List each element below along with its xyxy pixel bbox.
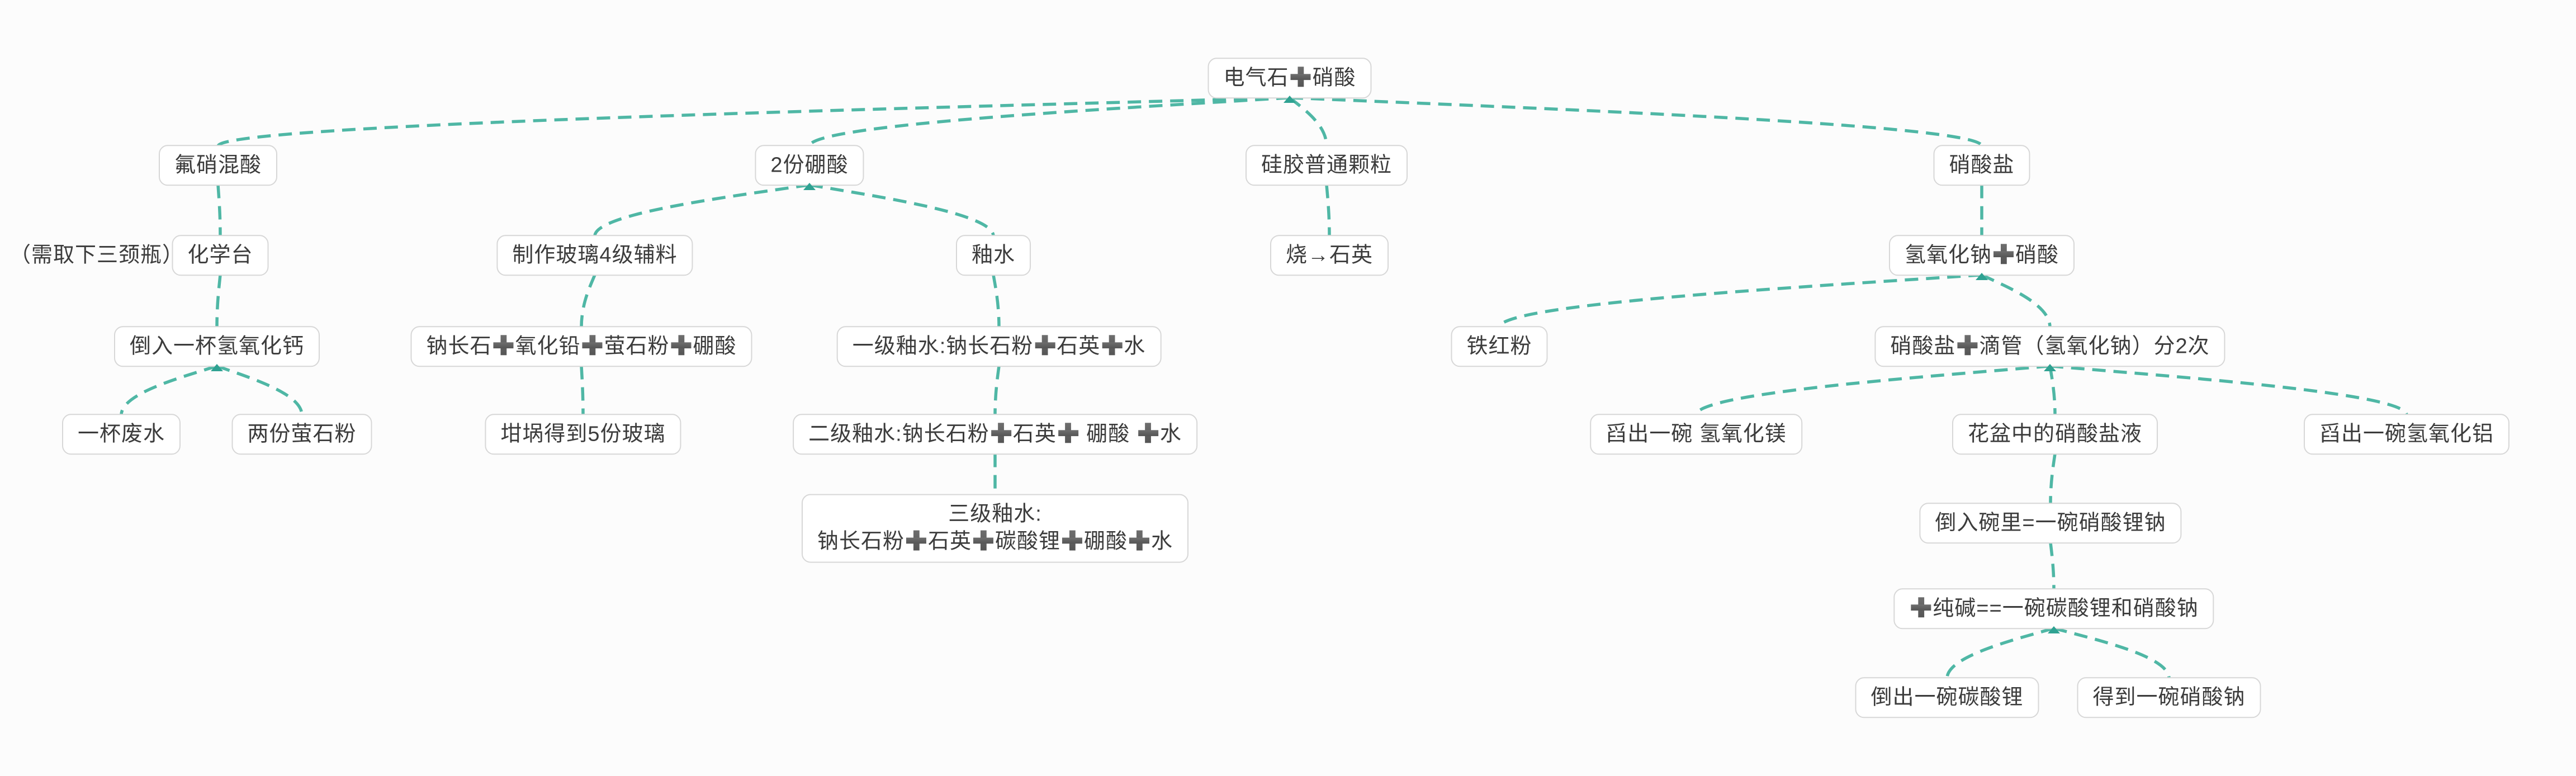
node-note-remove-three-neck-flask[interactable]: （需取下三颈瓶） bbox=[9, 243, 184, 267]
edge-tourmaline-nitric-acid--two-parts-boric-acid bbox=[808, 96, 1290, 147]
edge-plus-soda-ash-result--pour-bowl-lithium-carbonate bbox=[1945, 627, 2054, 679]
edge-pot-nitrate-solution--bowl-lithium-sodium-nitrate bbox=[2049, 453, 2057, 504]
edge-naoh-plus-nitric-acid--nitrate-dropper-naoh-twice bbox=[1981, 273, 2052, 328]
node-two-parts-boric-acid[interactable]: 2份硼酸 bbox=[755, 145, 864, 186]
node-two-parts-fluorite-powder[interactable]: 两份萤石粉 bbox=[231, 414, 372, 455]
node-get-bowl-sodium-nitrate[interactable]: 得到一碗硝酸钠 bbox=[2077, 677, 2261, 718]
edge-chemistry-bench--pour-cup-calcium-hydroxide bbox=[215, 275, 222, 328]
node-bowl-magnesium-hydroxide[interactable]: 舀出一碗 氢氧化镁 bbox=[1590, 414, 1802, 455]
edge-tourmaline-nitric-acid--fluoronitric-mixed-acid bbox=[216, 96, 1290, 147]
edge-bowl-lithium-sodium-nitrate--plus-soda-ash-result bbox=[2049, 542, 2056, 590]
edge-two-parts-boric-acid--glaze-water bbox=[809, 183, 995, 236]
edge-nitrate-dropper-naoh-twice--pot-nitrate-solution bbox=[2048, 366, 2057, 415]
plus-icon bbox=[1911, 597, 1931, 618]
plus-icon bbox=[973, 531, 993, 551]
plus-icon bbox=[582, 335, 603, 356]
edge-nitrate-dropper-naoh-twice--bowl-magnesium-hydroxide bbox=[1694, 364, 2051, 416]
plus-icon bbox=[1993, 244, 2014, 264]
node-pot-nitrate-solution[interactable]: 花盆中的硝酸盐液 bbox=[1952, 414, 2158, 455]
plus-icon bbox=[1138, 423, 1158, 443]
edge-fluoronitric-mixed-acid--chemistry-bench bbox=[216, 184, 222, 236]
node-nitrate-salt[interactable]: 硝酸盐 bbox=[1933, 145, 2030, 186]
node-nitrate-dropper-naoh-twice[interactable]: 硝酸盐滴管（氢氧化钠）分2次 bbox=[1874, 326, 2225, 367]
edge-silica-gel-granules--burn-to-quartz bbox=[1325, 184, 1331, 236]
node-glass-lv4-auxiliary[interactable]: 制作玻璃4级辅料 bbox=[496, 235, 693, 276]
edge-plus-soda-ash-result--get-bowl-sodium-nitrate bbox=[2053, 627, 2171, 679]
node-glaze-level1[interactable]: 一级釉水:钠长石粉石英水 bbox=[836, 326, 1162, 367]
edge-pour-cup-calcium-hydroxide--two-parts-fluorite-powder bbox=[216, 365, 304, 415]
edge-glass-lv4-auxiliary--albite-leadoxide-fluorite-boric bbox=[580, 274, 596, 328]
node-fluoronitric-mixed-acid[interactable]: 氟硝混酸 bbox=[158, 145, 278, 186]
edge-tourmaline-nitric-acid--nitrate-salt bbox=[1289, 96, 1983, 147]
node-silica-gel-granules[interactable]: 硅胶普通颗粒 bbox=[1245, 145, 1408, 186]
collapse-arrow-two-parts-boric-acid[interactable] bbox=[803, 182, 816, 190]
plus-icon bbox=[493, 335, 514, 356]
node-glaze-water[interactable]: 釉水 bbox=[955, 235, 1031, 276]
collapse-arrow-tourmaline-nitric-acid[interactable] bbox=[1284, 95, 1296, 103]
plus-icon bbox=[1035, 335, 1055, 356]
plus-icon bbox=[1102, 335, 1123, 356]
node-bowl-aluminium-hydroxide[interactable]: 舀出一碗氢氧化铝 bbox=[2303, 414, 2510, 455]
plus-icon bbox=[1957, 335, 1978, 356]
plus-icon bbox=[671, 335, 692, 356]
node-glaze-level2[interactable]: 二级釉水:钠长石粉石英 硼酸 水 bbox=[793, 414, 1197, 455]
node-naoh-plus-nitric-acid[interactable]: 氢氧化钠硝酸 bbox=[1888, 235, 2075, 276]
node-bowl-lithium-sodium-nitrate[interactable]: 倒入碗里=一碗硝酸锂钠 bbox=[1919, 503, 2182, 544]
edge-albite-leadoxide-fluorite-boric--crucible-five-glass bbox=[580, 366, 585, 415]
plus-icon bbox=[1062, 531, 1083, 551]
plus-icon bbox=[1290, 67, 1311, 87]
edge-glaze-level1--glaze-level2 bbox=[993, 366, 1001, 415]
node-iron-red-powder[interactable]: 铁红粉 bbox=[1451, 326, 1548, 367]
collapse-arrow-plus-soda-ash-result[interactable] bbox=[2048, 626, 2060, 633]
collapse-arrow-nitrate-dropper-naoh-twice[interactable] bbox=[2044, 363, 2056, 371]
node-pour-bowl-lithium-carbonate[interactable]: 倒出一碗碳酸锂 bbox=[1855, 677, 2039, 718]
edge-pour-cup-calcium-hydroxide--cup-of-waste-water bbox=[120, 365, 217, 415]
plus-icon bbox=[991, 423, 1011, 443]
node-crucible-five-glass[interactable]: 坩埚得到5份玻璃 bbox=[485, 414, 681, 455]
edge-nitrate-dropper-naoh-twice--bowl-aluminium-hydroxide bbox=[2049, 364, 2408, 416]
edge-two-parts-boric-acid--glass-lv4-auxiliary bbox=[593, 183, 810, 236]
collapse-arrow-naoh-plus-nitric-acid[interactable] bbox=[1976, 272, 1988, 280]
node-pour-cup-calcium-hydroxide[interactable]: 倒入一杯氢氧化钙 bbox=[113, 326, 320, 367]
node-glaze-level3[interactable]: 三级釉水:钠长石粉石英碳酸锂硼酸水 bbox=[801, 494, 1189, 563]
node-plus-soda-ash-result[interactable]: 纯碱==一碗碳酸锂和硝酸钠 bbox=[1893, 588, 2214, 630]
node-chemistry-bench[interactable]: 化学台 bbox=[172, 235, 269, 276]
edge-glaze-water--glaze-level1 bbox=[992, 275, 1001, 328]
edge-naoh-plus-nitric-acid--iron-red-powder bbox=[1498, 273, 1982, 328]
edge-tourmaline-nitric-acid--silica-gel-granules bbox=[1289, 96, 1328, 146]
node-burn-to-quartz[interactable]: 烧→石英 bbox=[1270, 235, 1389, 276]
plus-icon bbox=[906, 531, 926, 551]
plus-icon bbox=[1058, 423, 1078, 443]
collapse-arrow-pour-cup-calcium-hydroxide[interactable] bbox=[211, 363, 223, 371]
node-tourmaline-nitric-acid[interactable]: 电气石硝酸 bbox=[1208, 58, 1372, 99]
node-cup-of-waste-water[interactable]: 一杯废水 bbox=[61, 414, 181, 455]
node-albite-leadoxide-fluorite-boric[interactable]: 钠长石氧化铅萤石粉硼酸 bbox=[410, 326, 752, 367]
plus-icon bbox=[1129, 531, 1150, 551]
